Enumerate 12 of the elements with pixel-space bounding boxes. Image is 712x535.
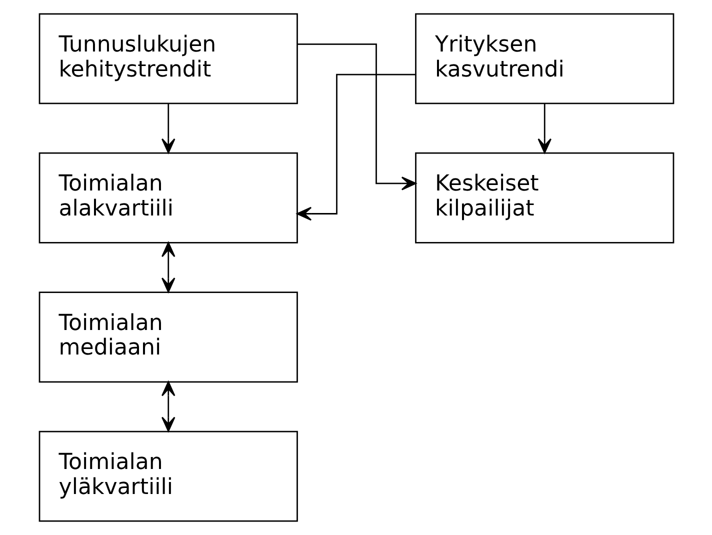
node-box: Toimialan alakvartiili: [38, 152, 298, 244]
node-box: Tunnuslukujen kehitystrendit: [38, 13, 298, 104]
arrow: [160, 242, 175, 293]
arrow: [160, 381, 175, 432]
arrow: [297, 44, 416, 190]
arrow: [537, 104, 552, 154]
arrow: [160, 104, 175, 154]
arrow: [296, 74, 415, 221]
node-box: Yrityksen kasvutrendi: [414, 13, 674, 104]
node-box: Toimialan mediaani: [38, 292, 298, 383]
node-box: Keskeiset kilpailijat: [414, 152, 674, 244]
node-box: Toimialan yläkvartiili: [38, 430, 298, 522]
